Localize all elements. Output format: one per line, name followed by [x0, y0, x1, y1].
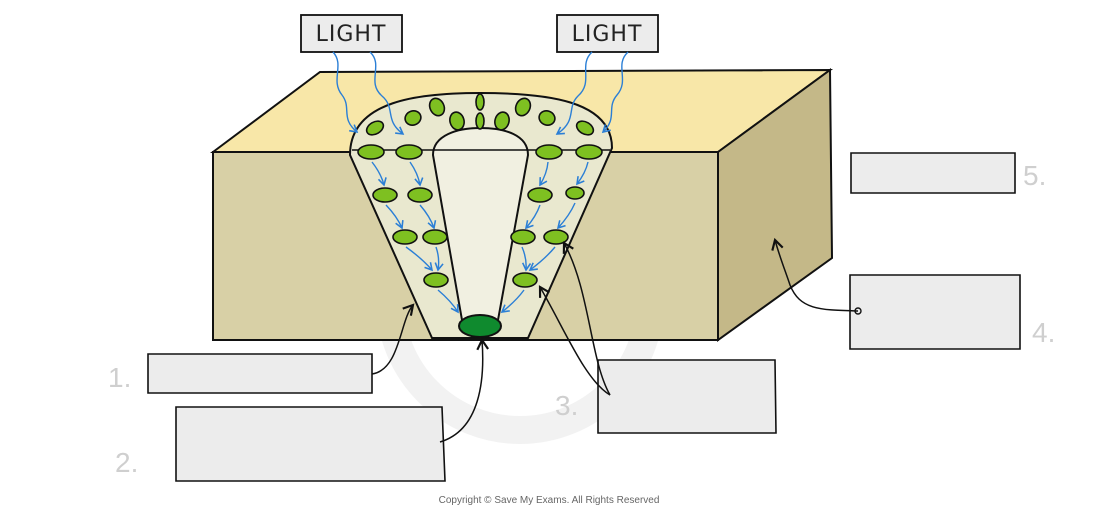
light-ray-3	[555, 51, 593, 135]
light-path-arrow	[521, 246, 532, 272]
chloroplast	[428, 97, 446, 117]
light-path-arrow	[576, 161, 589, 186]
pointer-2	[439, 337, 489, 443]
pointer-3b	[562, 241, 611, 396]
number-label-4: 4.	[1032, 317, 1055, 348]
chloroplast	[565, 186, 585, 200]
light-ray-4	[601, 51, 629, 134]
light-path-arrow	[434, 246, 444, 272]
chloroplast	[514, 97, 532, 117]
chloroplast	[475, 93, 485, 111]
number-label-2: 2.	[115, 447, 138, 478]
light-path-arrow	[385, 204, 404, 230]
pointer-3a	[538, 285, 611, 396]
chloroplast	[512, 272, 538, 288]
light-path-arrow	[409, 161, 424, 187]
chloroplast	[543, 229, 569, 245]
chloroplast	[422, 229, 448, 245]
chloroplast	[392, 229, 418, 245]
light-path-arrow	[556, 202, 576, 230]
light-path-arrow	[405, 246, 434, 272]
chloroplast-group	[357, 93, 603, 288]
chloroplast	[423, 272, 449, 288]
chloroplast	[527, 187, 553, 203]
light-path-arrow	[524, 204, 541, 230]
light-rays	[332, 51, 629, 135]
light-ray-2	[369, 51, 405, 135]
light-path-arrow	[539, 161, 549, 187]
light-label-left: LIGHT	[316, 22, 387, 47]
copyright-text: Copyright © Save My Exams. All Rights Re…	[439, 495, 660, 506]
light-path-arrow	[437, 289, 459, 314]
chloroplast	[449, 111, 465, 131]
number-label-1: 1.	[108, 362, 131, 393]
light-ray-1	[332, 51, 359, 134]
light-path-arrow	[419, 204, 437, 230]
light-box-left: LIGHT	[300, 14, 403, 53]
number-label-3: 3.	[555, 390, 578, 421]
central-chloroplast	[458, 314, 502, 338]
chloroplast	[475, 112, 485, 130]
chloroplast	[510, 229, 536, 245]
label-box-5[interactable]	[850, 152, 1016, 194]
chloroplast	[365, 120, 385, 136]
chloroplast	[407, 187, 433, 203]
chloroplast	[575, 120, 595, 136]
chloroplast	[404, 110, 422, 126]
label-box-3[interactable]	[597, 359, 777, 434]
label-box-4[interactable]	[849, 274, 1021, 350]
chloroplast	[395, 144, 423, 160]
light-box-right: LIGHT	[556, 14, 659, 53]
chloroplast	[535, 144, 563, 160]
chloroplast	[372, 187, 398, 203]
light-path-arrow	[371, 161, 387, 187]
light-label-right: LIGHT	[572, 22, 643, 47]
pointer-1	[371, 303, 415, 375]
number-label-5: 5.	[1023, 160, 1046, 191]
label-box-1[interactable]	[147, 353, 373, 394]
chloroplast	[575, 144, 603, 160]
light-path-arrow	[528, 246, 556, 271]
light-path-arrows	[371, 161, 589, 314]
pointer-lines	[371, 237, 859, 443]
chloroplast	[357, 144, 385, 160]
pointer-4	[771, 237, 859, 312]
label-box-2[interactable]	[175, 406, 446, 482]
chloroplast	[538, 110, 556, 126]
chloroplast	[494, 111, 510, 131]
light-path-arrow	[500, 289, 525, 313]
